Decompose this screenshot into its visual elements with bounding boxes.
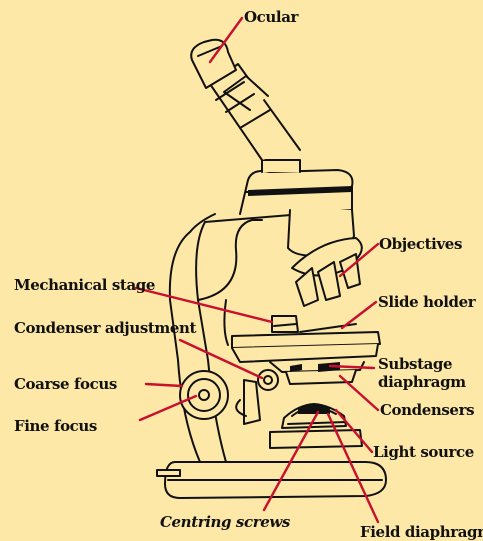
stage	[232, 316, 380, 362]
label-mechanical-stage: Mechanical stage	[14, 276, 155, 294]
leader-coarse-focus	[146, 384, 182, 386]
ocular-tubes	[191, 40, 300, 160]
label-condensers: Condensers	[380, 401, 474, 419]
label-ocular: Ocular	[244, 8, 300, 26]
label-light-source: Light source	[373, 443, 474, 461]
label-objectives: Objectives	[379, 235, 462, 253]
label-field-diaphragm: Field diaphragm	[360, 523, 483, 541]
label-coarse-focus: Coarse focus	[14, 375, 117, 393]
focus-knob	[180, 371, 228, 419]
label-substage-diaphragm-line2: diaphragm	[378, 373, 466, 391]
label-fine-focus: Fine focus	[14, 417, 97, 435]
leader-slide-holder	[342, 302, 376, 328]
label-centring-screws: Centring screws	[160, 513, 291, 531]
leader-condensers	[340, 376, 378, 410]
leader-mechanical-stage	[136, 288, 272, 322]
label-substage-diaphragm-line1: Substage	[378, 355, 452, 373]
condenser-knob	[258, 370, 278, 390]
label-condenser-adjustment: Condenser adjustment	[14, 319, 197, 337]
nosepiece	[288, 210, 362, 306]
label-slide-holder: Slide holder	[378, 293, 477, 311]
